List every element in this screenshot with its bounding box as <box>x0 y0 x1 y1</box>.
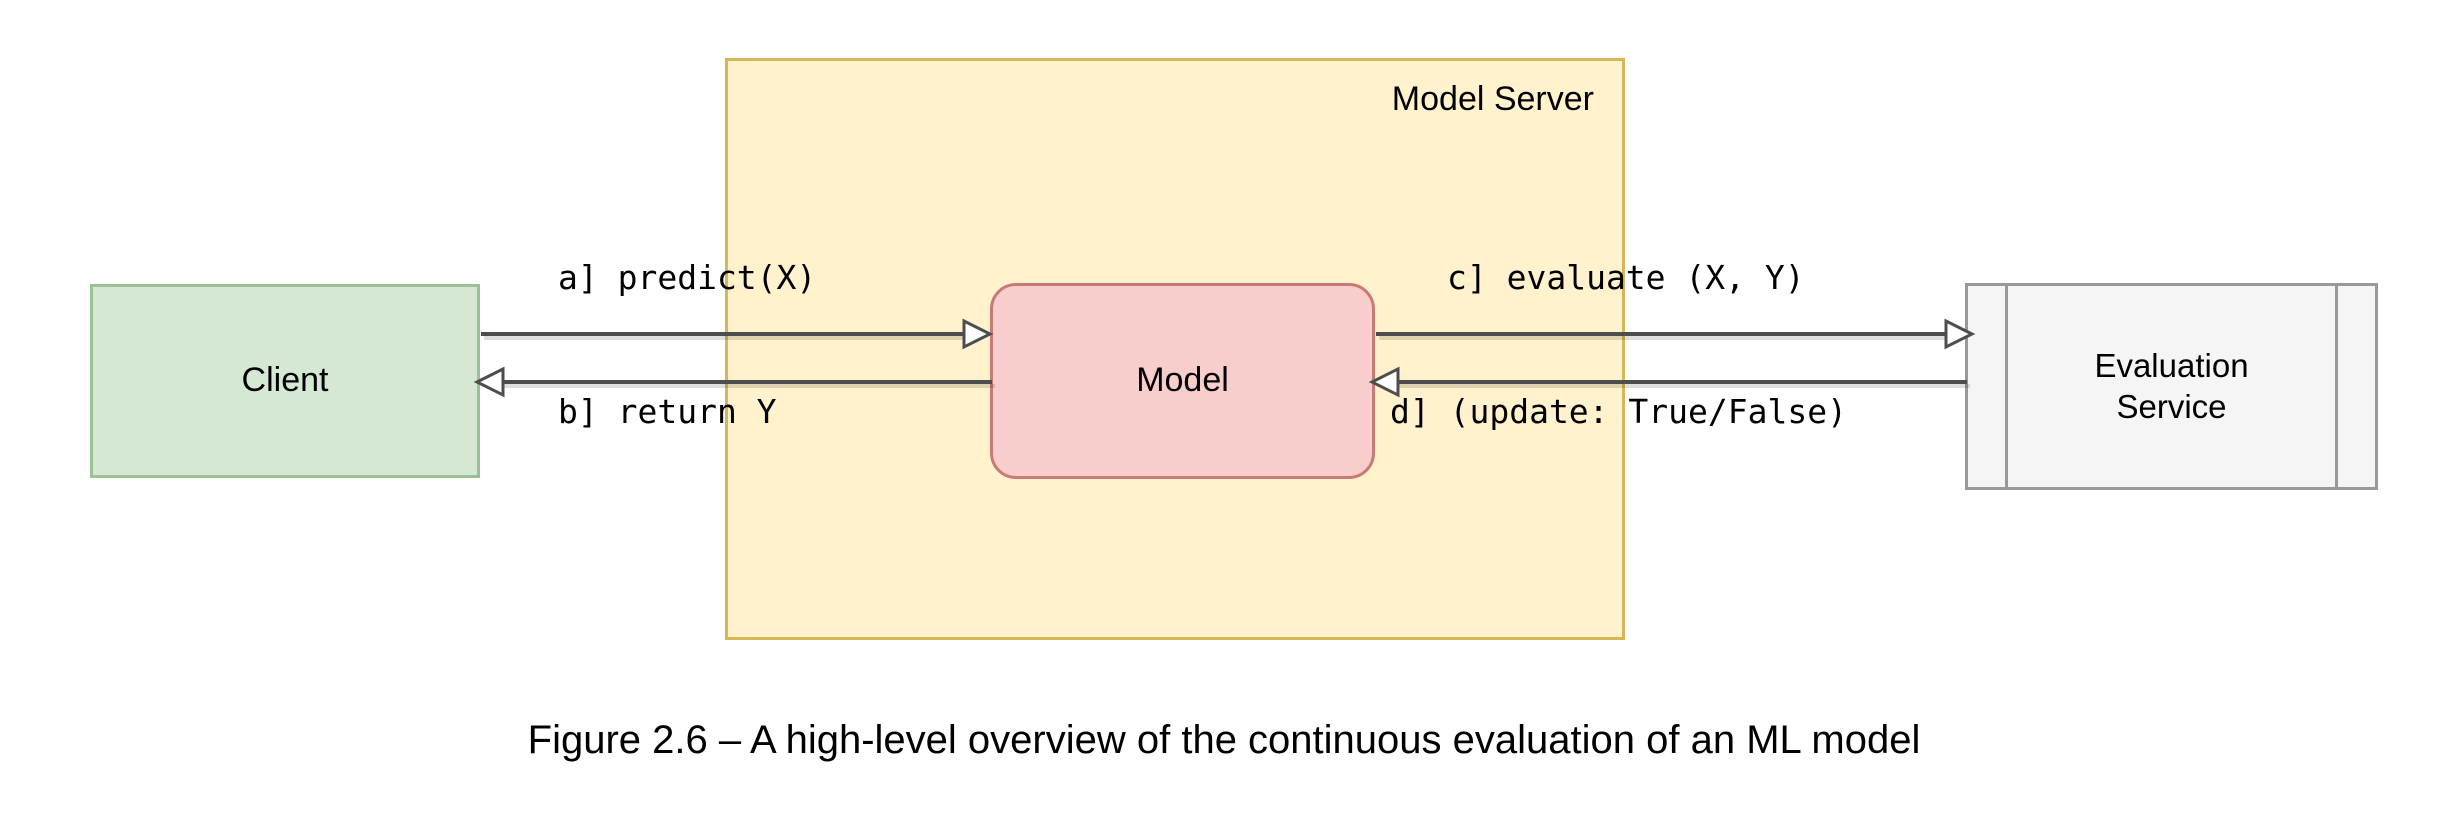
evaluation-service-label-line1: Evaluation <box>2094 347 2249 385</box>
client-node: Client <box>90 284 480 478</box>
edge-b-arrowhead-left-icon <box>473 366 505 398</box>
figure-caption: Figure 2.6 – A high-level overview of th… <box>527 718 1921 762</box>
evaluation-service-label-line2: Service <box>2116 387 2227 425</box>
uml-left-bar <box>2005 286 2008 487</box>
edge-a-line <box>481 332 974 340</box>
edge-c-arrowhead-right-icon <box>1944 318 1976 350</box>
edge-b-label: b] return Y <box>558 392 777 431</box>
edge-c-line <box>1376 332 1957 340</box>
edge-a-arrowhead-right-icon <box>962 318 994 350</box>
edge-d-label: d] (update: True/False) <box>1390 392 1847 431</box>
edge-c-label: c] evaluate (X, Y) <box>1447 258 1805 297</box>
edge-a-label: a] predict(X) <box>558 258 817 297</box>
client-label: Client <box>241 361 329 400</box>
evaluation-service-label: Evaluation Service <box>2048 346 2294 427</box>
evaluation-service-node: Evaluation Service <box>1965 283 2378 490</box>
model-node: Model <box>990 283 1375 479</box>
uml-right-bar <box>2335 286 2338 487</box>
edge-b-line <box>500 380 995 388</box>
model-label: Model <box>1136 361 1229 400</box>
model-server-label: Model Server <box>1391 80 1594 118</box>
edge-d-line <box>1395 380 1970 388</box>
edge-d-arrowhead-left-icon <box>1368 366 1400 398</box>
